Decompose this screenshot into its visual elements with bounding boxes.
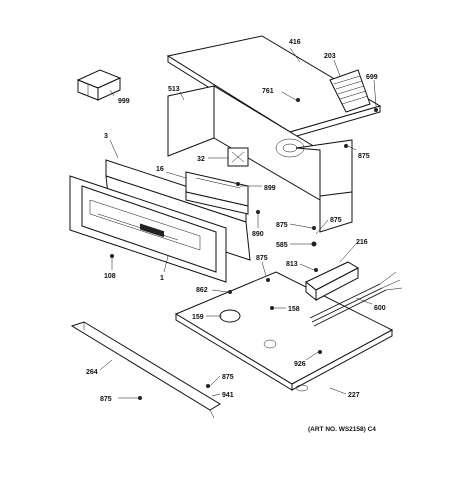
screws: [110, 98, 378, 400]
callout-890: 890: [252, 231, 264, 238]
callout-875-a: 875: [358, 153, 370, 160]
callout-600: 600: [374, 305, 386, 312]
callout-216: 216: [356, 239, 368, 246]
callout-32: 32: [197, 156, 205, 163]
part-32-relay: [227, 147, 249, 167]
callout-416: 416: [289, 39, 301, 46]
callout-899: 899: [264, 185, 276, 192]
part-16-control-board: [185, 171, 249, 215]
callout-203: 203: [324, 53, 336, 60]
callout-585: 585: [276, 242, 288, 249]
part-264-strip: [70, 321, 221, 419]
callout-813: 813: [286, 261, 298, 268]
part-216-box: [305, 261, 360, 302]
callout-labels: 416 203 699 999 513 761 3 32 875 16 899 …: [86, 39, 386, 403]
part-999-box: [76, 69, 122, 101]
callout-862: 862: [196, 287, 208, 294]
leader-lines: [99, 47, 377, 399]
callout-1: 1: [160, 275, 164, 282]
art-number: (ART NO. WS2158) C4: [308, 426, 376, 433]
part-1-front-panel: [69, 175, 227, 283]
callout-3: 3: [104, 133, 108, 140]
callout-875-c: 875: [330, 217, 342, 224]
callout-108: 108: [104, 273, 116, 280]
callout-699: 699: [366, 74, 378, 81]
callout-761: 761: [262, 88, 274, 95]
part-227-bottom-plate: [174, 271, 394, 391]
callout-16: 16: [156, 166, 164, 173]
callout-999: 999: [118, 98, 130, 105]
part-600-wire-harness: [309, 271, 403, 327]
callout-926: 926: [294, 361, 306, 368]
part-513-side-panel: [167, 85, 353, 233]
part-203-vent: [329, 69, 371, 113]
callout-513: 513: [168, 86, 180, 93]
callout-875-f: 875: [100, 396, 112, 403]
callout-227: 227: [348, 392, 360, 399]
callout-941: 941: [222, 392, 234, 399]
callout-264: 264: [86, 369, 98, 376]
callout-875-d: 875: [256, 255, 268, 262]
callout-875-e: 875: [222, 374, 234, 381]
callout-158: 158: [288, 306, 300, 313]
callout-159: 159: [192, 314, 204, 321]
callout-875-b: 875: [276, 222, 288, 229]
